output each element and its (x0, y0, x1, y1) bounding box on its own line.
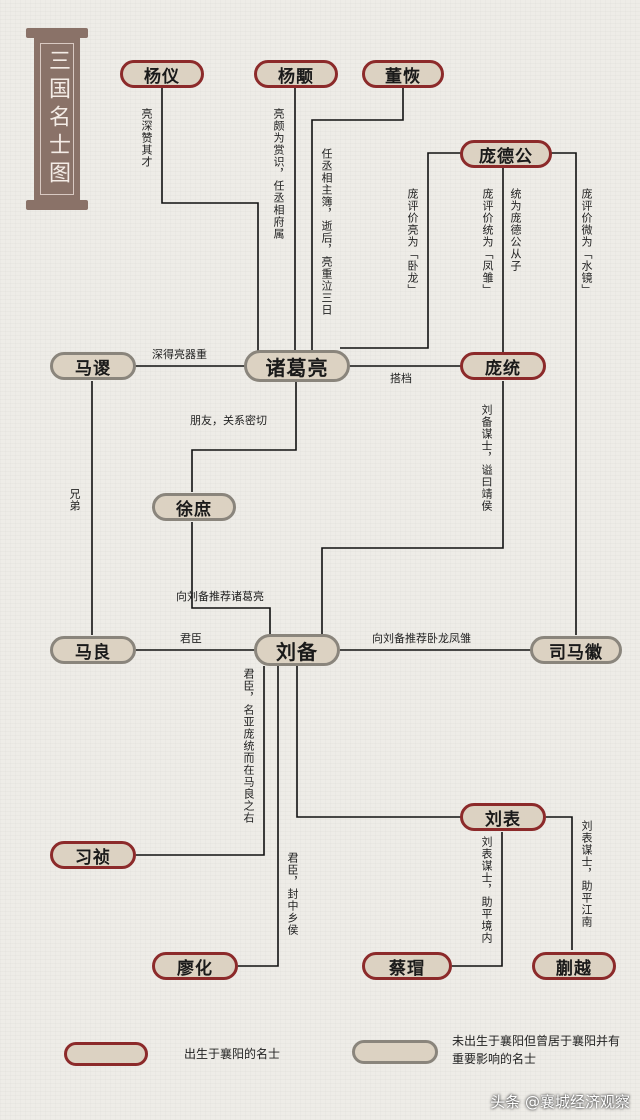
label-yangyi-zhuge: 亮深赞其才 (140, 108, 153, 168)
node-yangyi[interactable]: 杨仪 (120, 60, 204, 88)
label-xushu-liubei: 向刘备推荐诸葛亮 (176, 590, 264, 603)
page-title: 三国名士图 (45, 49, 70, 189)
node-pangtong[interactable]: 庞统 (460, 352, 546, 380)
label-caimao-liubiao: 刘表谋士，助平境内 (480, 836, 493, 944)
node-yangyong[interactable]: 杨颙 (254, 60, 338, 88)
label-tong-liubei: 刘备谋士，谥曰靖侯 (480, 404, 493, 512)
node-dongjue[interactable]: 董恢 (362, 60, 444, 88)
scroll-inner-frame: 三国名士图 (40, 43, 74, 195)
label-yangyong-zhuge: 亮颇为赏识，任丞相府属 (272, 108, 285, 240)
label-dongjue-zhuge: 任丞相主簿，逝后，亮重泣三日 (320, 148, 333, 316)
label-masu-zhuge: 深得亮器重 (152, 348, 207, 361)
node-pangdegong[interactable]: 庞德公 (460, 140, 552, 168)
node-simahui[interactable]: 司马徽 (530, 636, 622, 664)
label-sima-liubei: 向刘备推荐卧龙凤雏 (372, 632, 471, 645)
node-zhugeliang[interactable]: 诸葛亮 (244, 350, 350, 382)
label-pang-sima: 庞评价微为「水镜」 (580, 188, 593, 296)
label-masu-maliang: 兄弟 (68, 488, 81, 512)
label-kuaiyue-liubiao: 刘表谋士，助平江南 (580, 820, 593, 928)
label-tong-pang: 统为庞德公从子 (509, 188, 522, 272)
label-liaohua-liubei: 君臣，封中乡侯 (286, 852, 299, 936)
title-scroll: 三国名士图 (22, 28, 92, 210)
label-xizhen-liubei: 君臣，名亚庞统而在马良之右 (242, 668, 255, 824)
legend-other-text: 未出生于襄阳但曾居于襄阳并有重要影响的名士 (452, 1034, 621, 1066)
legend-other-swatch (352, 1040, 438, 1064)
label-zhuge-xushu: 朋友，关系密切 (190, 414, 267, 427)
node-liubei[interactable]: 刘备 (254, 634, 340, 666)
node-xushu[interactable]: 徐庶 (152, 493, 236, 521)
node-liubiao[interactable]: 刘表 (460, 803, 546, 831)
node-masu[interactable]: 马谡 (50, 352, 136, 380)
watermark: 头条 @襄城经济观察 (490, 1093, 630, 1111)
node-caimao[interactable]: 蔡瑁 (362, 952, 452, 980)
scroll-top-rod (26, 28, 88, 38)
node-xizhen[interactable]: 习祯 (50, 841, 136, 869)
label-zhuge-tong: 搭档 (390, 372, 412, 385)
label-pang-zhuge: 庞评价亮为「卧龙」 (406, 188, 419, 296)
label-pang-tong: 庞评价统为「凤雏」 (481, 188, 494, 296)
node-maliang[interactable]: 马良 (50, 636, 136, 664)
label-maliang-liubei: 君臣 (180, 632, 202, 645)
scroll-paper: 三国名士图 (34, 36, 80, 202)
legend-born-text: 出生于襄阳的名士 (184, 1047, 281, 1061)
node-kuaiyue[interactable]: 蒯越 (532, 952, 616, 980)
node-liaohua[interactable]: 廖化 (152, 952, 238, 980)
scroll-bottom-rod (26, 200, 88, 210)
legend-born-swatch (64, 1042, 148, 1066)
